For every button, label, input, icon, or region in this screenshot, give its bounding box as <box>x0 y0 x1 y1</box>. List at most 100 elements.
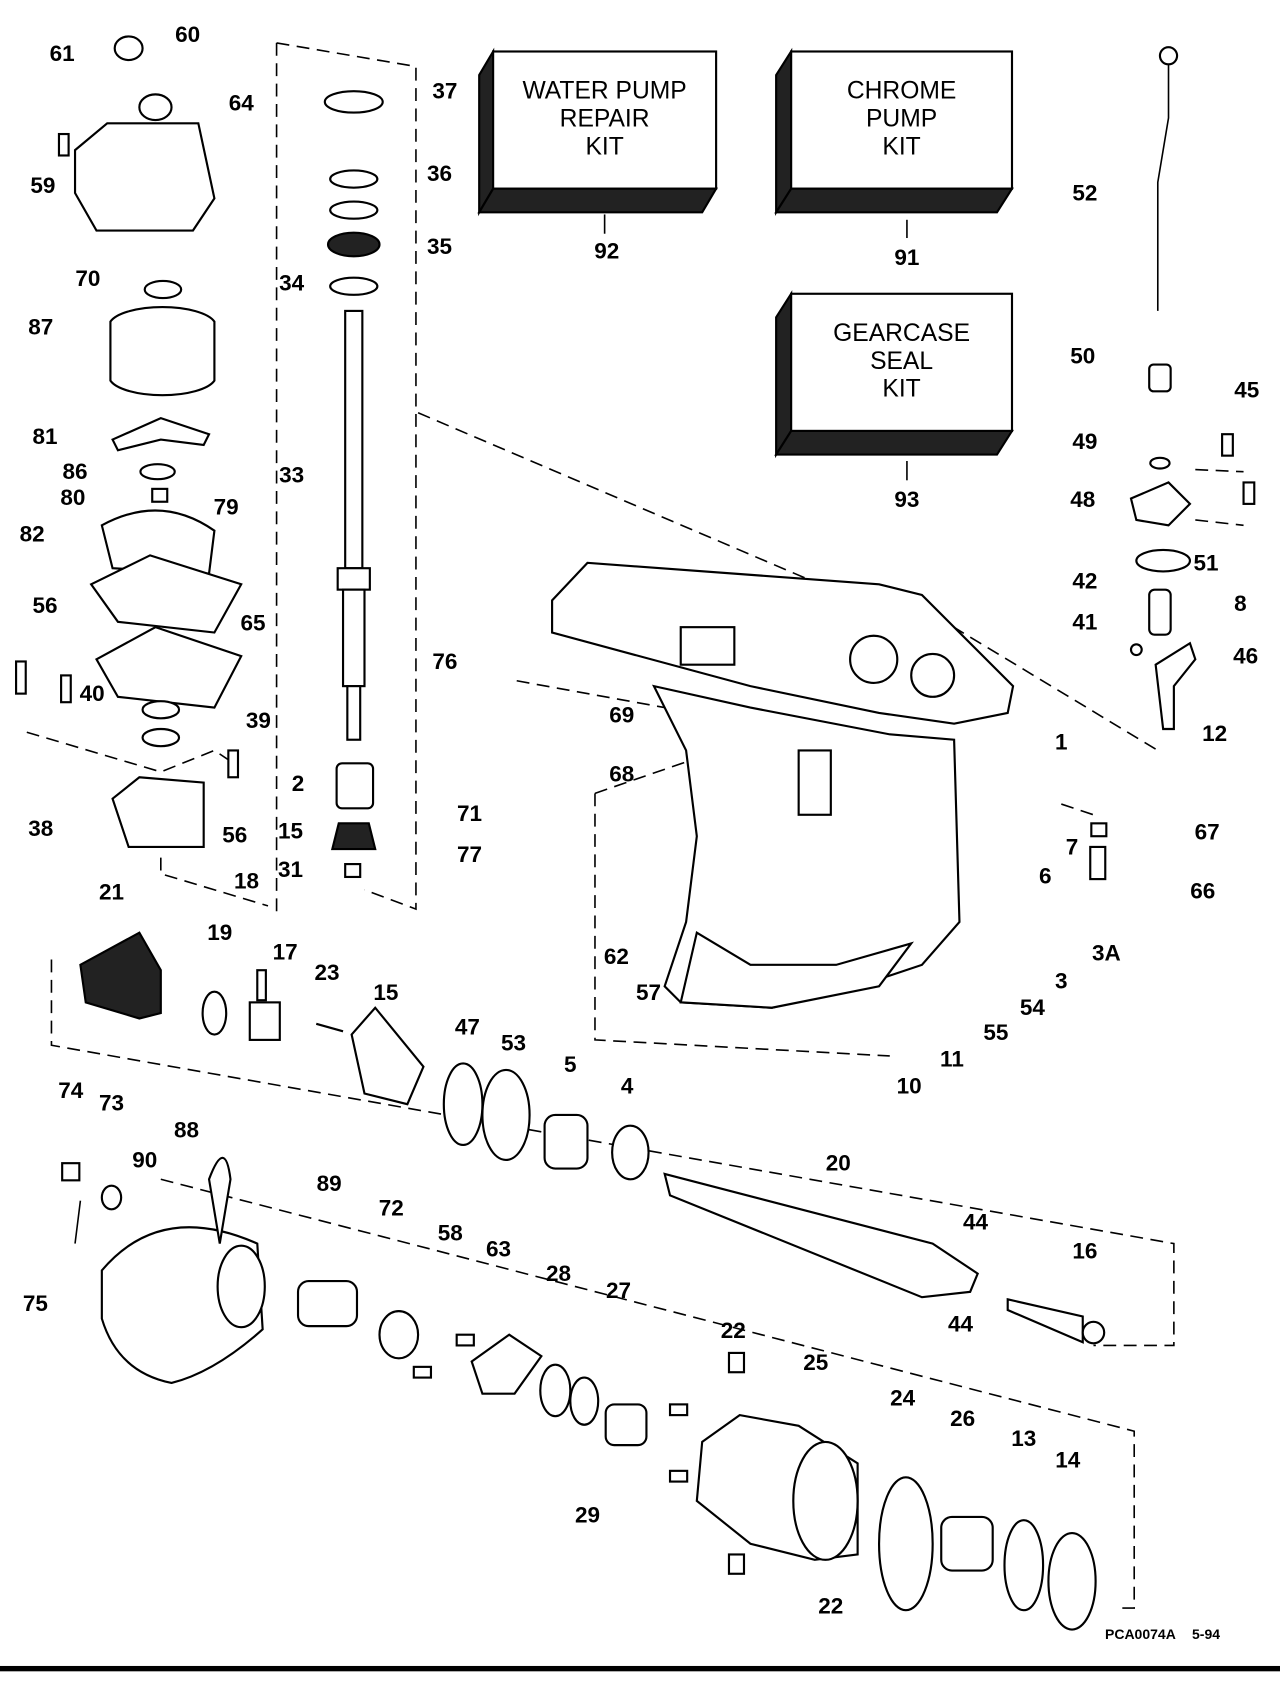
callout-60: 60 <box>175 22 200 47</box>
callout-46: 46 <box>1233 644 1258 669</box>
callout-44: 44 <box>963 1210 989 1235</box>
callout-59: 59 <box>30 173 55 198</box>
callout-31: 31 <box>278 857 303 882</box>
callout-75: 75 <box>23 1291 48 1316</box>
callout-6: 6 <box>1039 863 1052 888</box>
callout-88: 88 <box>174 1117 199 1142</box>
callout-13: 13 <box>1011 1426 1036 1451</box>
water-pump-parts <box>15 35 243 849</box>
callout-72: 72 <box>379 1196 404 1221</box>
drawing-code: PCA0074A <box>1105 1626 1176 1642</box>
callout-26: 26 <box>950 1406 975 1431</box>
propeller-assembly <box>61 1157 1097 1631</box>
callout-89: 89 <box>317 1171 342 1196</box>
callout-41: 41 <box>1072 609 1097 634</box>
callout-39: 39 <box>246 708 271 733</box>
callout-38: 38 <box>28 816 53 841</box>
callout-8: 8 <box>1234 591 1247 616</box>
callout-48: 48 <box>1070 487 1095 512</box>
kit-box-gearcase-seal: GEARCASE SEAL KIT <box>774 290 1014 481</box>
callout-22: 22 <box>818 1593 843 1618</box>
callout-23: 23 <box>314 960 339 985</box>
callout-42: 42 <box>1072 569 1097 594</box>
callout-61: 61 <box>50 41 75 66</box>
callout-1: 1 <box>1055 729 1068 754</box>
callout-91: 91 <box>894 245 919 270</box>
callout-7: 7 <box>1066 834 1079 859</box>
kit-title-line: GEARCASE <box>833 320 970 347</box>
gearcase-housing <box>551 561 1015 1009</box>
callout-3: 3 <box>1055 968 1068 993</box>
callout-65: 65 <box>240 610 265 635</box>
callout-44: 44 <box>948 1311 974 1336</box>
callout-35: 35 <box>427 234 452 259</box>
callout-66: 66 <box>1190 878 1215 903</box>
callout-86: 86 <box>63 459 88 484</box>
kit-title-line: KIT <box>585 133 623 160</box>
callout-67: 67 <box>1195 819 1220 844</box>
callout-25: 25 <box>803 1350 828 1375</box>
callout-68: 68 <box>609 762 634 787</box>
callout-70: 70 <box>75 266 100 291</box>
callout-14: 14 <box>1055 1448 1081 1473</box>
kit-title-line: WATER PUMP <box>522 78 686 105</box>
assembly-outlines <box>26 42 1244 1609</box>
callout-2: 2 <box>292 771 305 796</box>
callout-77: 77 <box>457 842 482 867</box>
kit-title-line: KIT <box>882 133 920 160</box>
callout-82: 82 <box>20 521 45 546</box>
callout-56: 56 <box>33 593 58 618</box>
callout-4: 4 <box>621 1073 634 1098</box>
callout-87: 87 <box>28 315 53 340</box>
callout-50: 50 <box>1070 343 1095 368</box>
callout-53: 53 <box>501 1031 526 1056</box>
kit-title-line: PUMP <box>866 106 937 133</box>
callout-63: 63 <box>486 1236 511 1261</box>
kit-title-line: KIT <box>882 376 920 403</box>
callout-45: 45 <box>1234 378 1259 403</box>
callout-5: 5 <box>564 1052 577 1077</box>
callout-40: 40 <box>80 681 105 706</box>
drive-shaft <box>323 90 384 879</box>
callout-90: 90 <box>132 1147 157 1172</box>
callout-81: 81 <box>33 424 58 449</box>
kit-title-line: SEAL <box>870 348 933 375</box>
kit-title-line: CHROME <box>847 78 957 105</box>
callout-79: 79 <box>214 495 239 520</box>
callout-64: 64 <box>229 90 255 115</box>
callout-17: 17 <box>273 939 298 964</box>
callout-20: 20 <box>826 1151 851 1176</box>
propeller-shaft-parts <box>79 931 1106 1345</box>
callout-37: 37 <box>432 79 457 104</box>
callout-22: 22 <box>721 1318 746 1343</box>
callout-92: 92 <box>594 238 619 263</box>
callout-21: 21 <box>99 879 124 904</box>
callout-80: 80 <box>60 485 85 510</box>
callout-11: 11 <box>940 1047 964 1072</box>
callout-56: 56 <box>222 823 247 848</box>
callout-76: 76 <box>432 649 457 674</box>
kit-title-line: REPAIR <box>560 106 650 133</box>
callout-34: 34 <box>279 271 305 296</box>
kit-box-chrome-pump: CHROME PUMP KIT <box>774 47 1014 239</box>
callout-19: 19 <box>207 920 232 945</box>
callout-73: 73 <box>99 1091 124 1116</box>
callout-62: 62 <box>604 944 629 969</box>
drawing-date: 5-94 <box>1192 1626 1221 1642</box>
callout-29: 29 <box>575 1502 600 1527</box>
callout-49: 49 <box>1072 429 1097 454</box>
callout-52: 52 <box>1072 181 1097 206</box>
callout-18: 18 <box>234 869 259 894</box>
callout-55: 55 <box>983 1020 1008 1045</box>
callout-71: 71 <box>457 801 482 826</box>
callout-15: 15 <box>278 818 303 843</box>
callout-15: 15 <box>373 980 398 1005</box>
callout-54: 54 <box>1020 995 1046 1020</box>
callout-51: 51 <box>1194 550 1219 575</box>
callout-57: 57 <box>636 980 661 1005</box>
callout-12: 12 <box>1202 721 1227 746</box>
callout-3A: 3A <box>1092 941 1121 966</box>
